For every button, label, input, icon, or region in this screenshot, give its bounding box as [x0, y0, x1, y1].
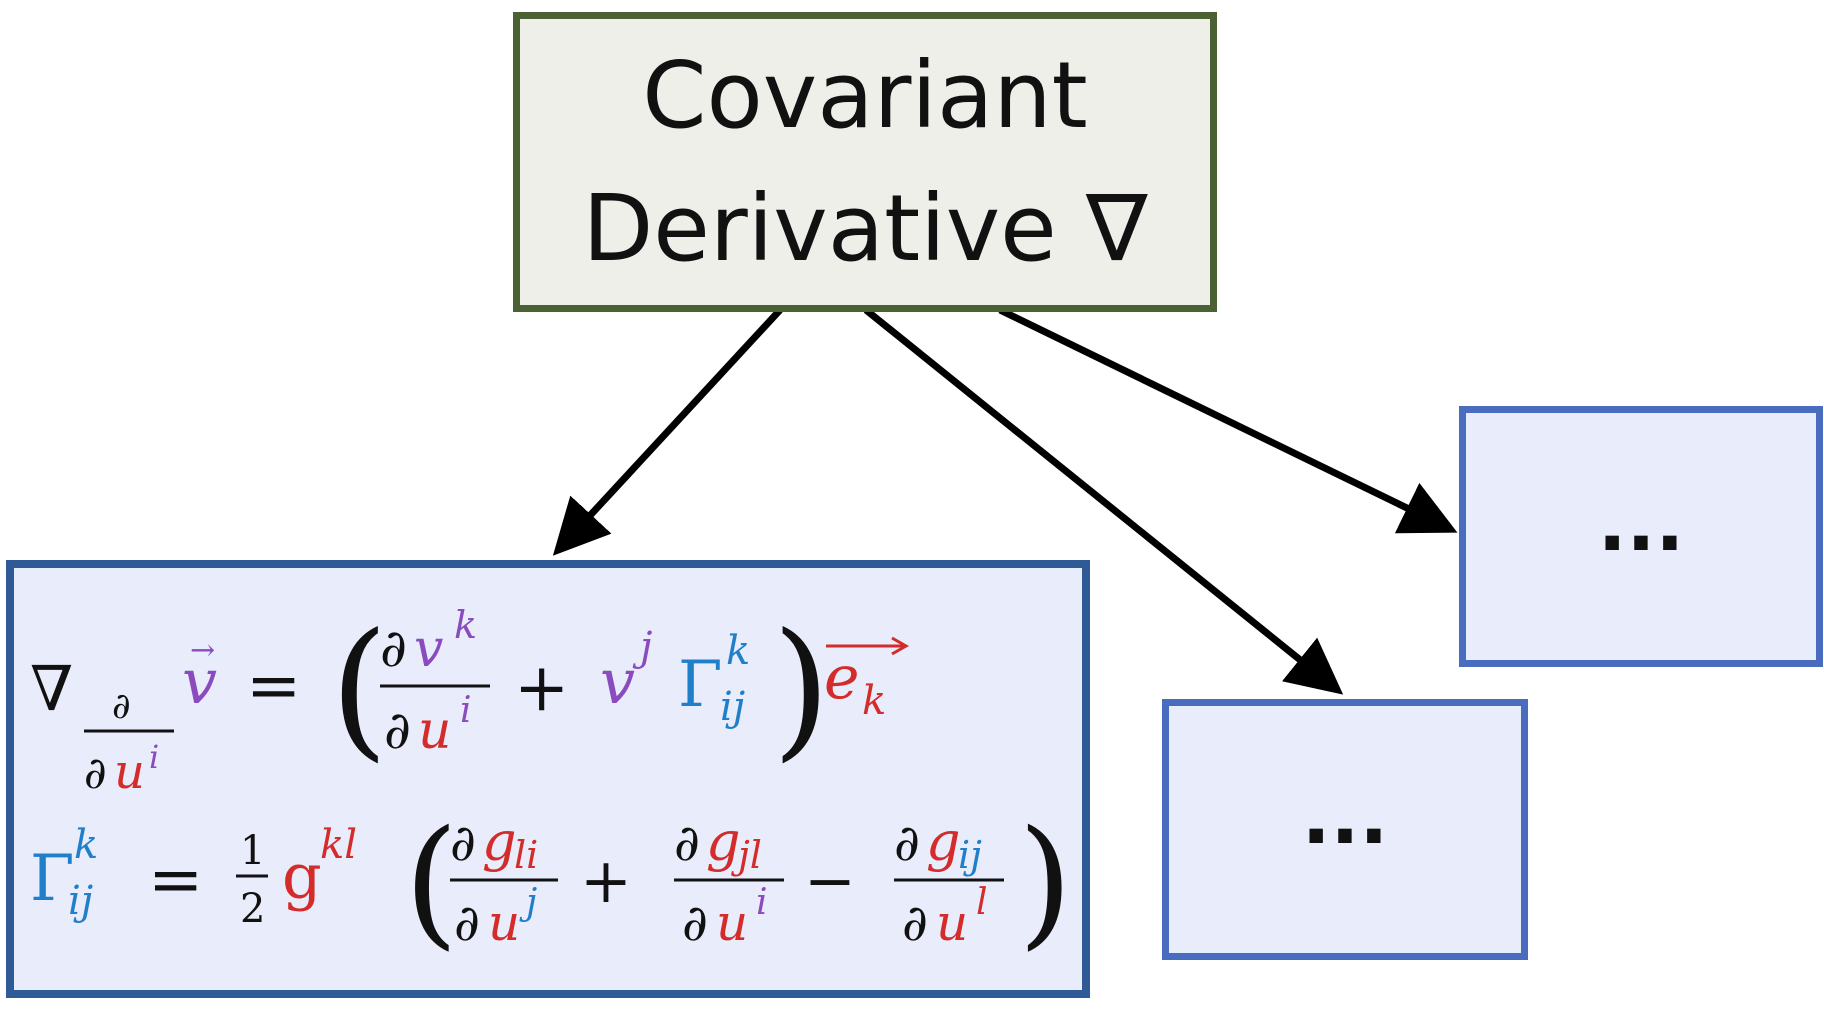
subscript-partial-numerator: ∂	[112, 686, 131, 727]
plus-sign: +	[514, 649, 569, 726]
partial-v-numerator-v: v	[414, 619, 443, 679]
metric-inverse-g: g	[282, 840, 322, 913]
christoffel-gamma: Γ	[678, 648, 722, 722]
covariant-derivative-box: Covariant Derivative ∇	[513, 12, 1217, 312]
term3-num-partial: ∂	[894, 814, 920, 872]
right-paren: )	[772, 602, 831, 776]
basis-vector-arrowhead	[891, 636, 910, 656]
subscript-partial-denominator: ∂	[84, 748, 107, 799]
term3-num-ij: ij	[958, 833, 982, 877]
formula-box: ∇ ∂ ∂ u i v → = ( ∂ v k ∂ u i	[6, 560, 1090, 998]
partial-v-numerator-k: k	[454, 603, 477, 647]
root-title-line1: Covariant	[642, 41, 1088, 149]
basis-e-index-k: k	[862, 678, 886, 724]
vector-v-arrow: →	[190, 633, 215, 668]
basis-e: e	[824, 643, 860, 713]
subscript-u: u	[114, 744, 145, 800]
placeholder-box-top-right: ...	[1459, 406, 1823, 667]
term2-num-partial: ∂	[674, 814, 700, 872]
minus-sign: −	[804, 844, 856, 917]
term1-num-li: li	[514, 833, 538, 877]
christoffel-upper-k: k	[726, 628, 750, 674]
term1-den-j: j	[519, 882, 537, 923]
term2-den-i: i	[756, 882, 768, 923]
term3-den-l: l	[976, 882, 988, 923]
vector-v: v	[182, 645, 217, 718]
term3-den-partial: ∂	[902, 894, 928, 952]
term1-num-partial: ∂	[450, 814, 476, 872]
equals-sign: =	[246, 647, 301, 724]
component-v: v	[600, 645, 635, 718]
arrow-to-top-right-box	[998, 306, 1458, 534]
left-paren: (	[330, 602, 389, 776]
term1-den-partial: ∂	[454, 894, 480, 952]
christoffel-symbol-formula: Γ k ij = 1 2 g kl ( ∂ g li ∂ u j	[30, 801, 1073, 964]
ellipsis-text: ...	[1301, 772, 1389, 861]
covariant-derivative-formula: ∇ ∂ ∂ u i v → = ( ∂ v k ∂ u i	[30, 602, 910, 800]
partial-v-denominator-u: u	[418, 701, 452, 761]
christoffel-lower-ij: ij	[720, 684, 745, 730]
term1-den-u: u	[488, 894, 520, 952]
plus-sign-2: +	[580, 844, 632, 917]
formula-svg: ∇ ∂ ∂ u i v → = ( ∂ v k ∂ u i	[30, 602, 1073, 964]
arrow-to-formula-box	[552, 307, 783, 556]
nabla-symbol: ∇	[30, 652, 73, 725]
right-paren-2: )	[1018, 801, 1073, 964]
partial-v-denominator-i: i	[460, 690, 472, 731]
half-numerator: 1	[240, 828, 265, 874]
partial-v-denominator-partial: ∂	[384, 701, 411, 761]
metric-inverse-kl: kl	[320, 822, 357, 868]
gamma-lhs: Γ	[30, 842, 74, 916]
term2-num-g: g	[706, 810, 741, 873]
left-paren-2: (	[404, 801, 459, 964]
term3-num-g: g	[926, 810, 961, 873]
arrow-to-bottom-right-box	[863, 307, 1344, 695]
gamma-lhs-upper-k: k	[74, 822, 98, 868]
term3-den-u: u	[936, 894, 968, 952]
half-denominator: 2	[240, 886, 265, 932]
root-title-line2: Derivative ∇	[582, 175, 1148, 282]
term2-den-u: u	[716, 894, 748, 952]
ellipsis-text: ...	[1597, 479, 1685, 568]
equals-sign-2: =	[148, 841, 203, 918]
subscript-u-index-i: i	[149, 738, 159, 776]
component-v-index-j: j	[632, 624, 652, 670]
partial-v-numerator-partial: ∂	[380, 619, 407, 679]
gamma-lhs-lower-ij: ij	[68, 878, 93, 924]
placeholder-box-bottom-right: ...	[1162, 699, 1528, 960]
term2-den-partial: ∂	[682, 894, 708, 952]
term1-num-g: g	[482, 810, 517, 873]
